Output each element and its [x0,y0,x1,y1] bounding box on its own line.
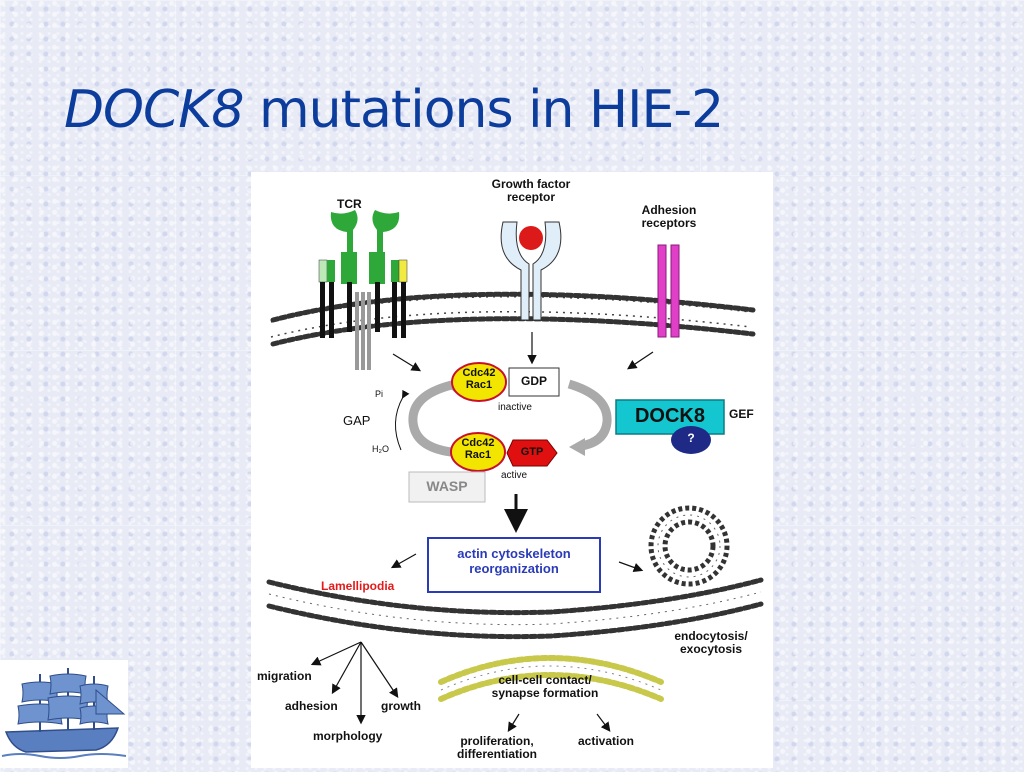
gdp-label: GDP [520,374,547,388]
signaling-diagram: TCR Growth factor receptor Adhesion rece… [251,172,773,768]
wasp-box [408,471,486,503]
ship-icon [1,668,127,759]
migration-label: migration [257,669,312,683]
plasma-membrane-bottom [266,577,764,640]
gef-label: GEF [729,407,754,421]
adhesion-label-line1: Adhesion [641,203,697,217]
actin-box [427,537,601,593]
actin-line1: actin cytoskeleton [457,546,571,561]
gap-hydrolysis-arrow [395,389,410,451]
tcr-label: TCR [337,197,362,211]
tcr-receptor [318,210,408,370]
diagram-graphics [266,210,764,733]
cdc42-rac1-active-label: Cdc42 Rac1 [451,437,505,461]
gtp-hexagon [506,439,558,467]
adhesion-output-label: adhesion [285,699,338,713]
wasp-label: WASP [426,478,468,494]
pi-label: Pi [375,389,384,399]
dock8-question-label: ? [687,431,695,445]
endocytosis-label: endocytosis/ exocytosis [663,629,759,657]
proliferation-line1: proliferation, [460,734,534,748]
gap-label: GAP [343,413,371,428]
gdp-box [508,367,560,397]
cell-contact-label: cell-cell contact/ synapse formation [465,673,625,701]
active-rac1: Rac1 [464,448,492,461]
actin-line2: reorganization [469,560,559,576]
proliferation-line2: differentiation [457,747,537,762]
dock8-label: DOCK8 [634,405,705,427]
inactive-rac1: Rac1 [465,378,493,391]
inactive-label: inactive [498,402,532,413]
title-rest: mutations in HIE-2 [243,80,724,140]
ship-logo [0,660,128,768]
cycle-arrow-right [567,379,612,451]
active-cdc42: Cdc42 [461,437,495,449]
cdc42-rac1-inactive-label: Cdc42 Rac1 [452,367,506,391]
gfr-label-line2: receptor [506,190,556,205]
vesicle [648,505,730,587]
dock8-box [615,399,725,435]
growth-factor-receptor-label: Growth factor receptor [479,177,583,205]
adhesion-receptors [657,244,680,338]
cell-contact-line1: cell-cell contact/ [498,673,592,687]
dock8-question-oval [671,426,711,454]
synapse-membrane [438,655,664,702]
growth-label: growth [381,699,421,713]
growth-factor-ligand [519,226,543,250]
proliferation-label: proliferation, differentiation [437,734,557,762]
endocytosis-line1: endocytosis/ [674,629,748,643]
output-arrows [310,641,611,733]
cycle-arrow-left [408,379,458,457]
adhesion-receptors-label: Adhesion receptors [629,203,709,231]
morphology-label: morphology [313,729,383,743]
active-label: active [501,470,528,481]
gfr-label-line1: Growth factor [491,177,571,191]
plasma-membrane-top [270,291,756,347]
gtp-label: GTP [520,446,544,458]
endocytosis-line2: exocytosis [679,642,743,657]
adhesion-arrow [627,351,654,370]
actin-box-label: actin cytoskeleton reorganization [428,546,600,576]
h2o-label: H₂O [372,444,389,454]
lamellipodia-label: Lamellipodia [321,579,395,593]
cell-contact-line2: synapse formation [491,686,599,701]
title-gene: DOCK8 [64,80,244,140]
cdc42-rac1-active [450,432,506,472]
growth-factor-receptor [500,221,562,321]
tcr-arrow [392,353,422,372]
vesicle-arrow [618,561,644,573]
adhesion-label-line2: receptors [641,216,697,231]
cdc42-rac1-inactive [451,362,507,402]
lamellipodia-arrow [390,553,417,569]
activation-label: activation [578,734,635,748]
slide-title: DOCK8 mutations in HIE-2 [64,80,724,140]
inactive-cdc42: Cdc42 [462,367,496,379]
